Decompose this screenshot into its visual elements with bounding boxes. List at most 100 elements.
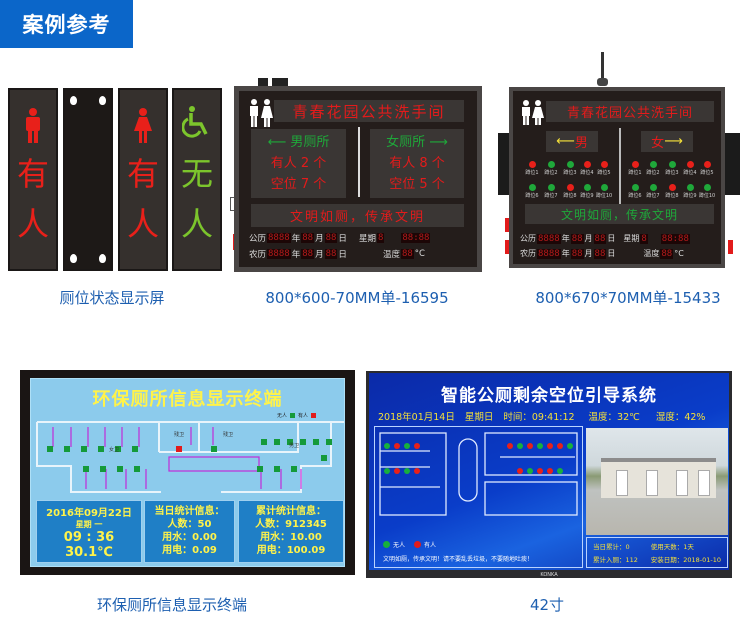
men-room-label: 男厕所 [290,135,330,150]
stat-power: 用电：0.09 [162,545,217,556]
stall-vacant-marker [274,466,280,472]
total-stats: 累计统计信息： 人数：912345 用水：10.00 用电：100.09 [238,500,344,563]
stall-vacant-marker [81,446,87,452]
men-occupied: 有人 2 个 [270,156,327,171]
stall-status-dot [517,468,523,474]
stall-status-dot [537,443,543,449]
stall-status-dot [632,184,639,191]
stall-status-dot [394,443,400,449]
stall-label: 蹲位4 [580,170,594,176]
stat-power: 用电：100.09 [256,545,326,556]
label: 星期 [623,234,640,243]
restroom-people-icon [250,99,273,127]
panel-text: 人 [126,205,159,243]
men-direction: ⟵ 男 [546,131,598,152]
stat-days: 使用天数：1天 [650,543,694,552]
woman-icon [134,108,152,143]
label: 月 [584,249,593,258]
stall-vacant-marker [274,439,280,445]
led-title: 青春花园公共洗手间 [274,100,464,122]
women-vacant: 空位 5 个 [389,177,445,192]
wheelchair-icon [182,106,208,138]
label: 日 [338,234,347,244]
stall-vacant-marker [47,446,53,452]
stall-status-dot [557,468,563,474]
digits: 88 [570,248,584,259]
product-caption: 800*670*70MM单-15433 [535,289,721,307]
mount-hole-icon [70,254,77,263]
stall-vacant-marker [313,439,319,445]
brand-logo: KONKA [540,572,558,578]
stall-vacant-marker [291,466,297,472]
stall-status-dot [529,184,536,191]
stall-label: 蹲位6 [525,193,539,199]
stall-status-dot [601,184,608,191]
label: 温度 [382,250,400,260]
stall-vacant-marker [300,439,306,445]
label: 农历 [249,250,267,260]
stat-today: 当日累计：0 [593,543,630,552]
digits: 88 [301,249,315,259]
stall-status-dot [632,161,639,168]
stall-label: 蹲位8 [665,193,679,199]
label: 温度 [643,249,660,258]
restroom-people-icon [522,100,544,125]
stat-people: 人数：912345 [255,519,327,530]
arrow-right-icon: ⟶ [664,134,683,149]
stall-status-dot [567,184,574,191]
room-label: 女卫 [109,446,119,453]
men-vacant: 空位 7 个 [270,177,327,192]
toilet-building-photo [586,428,728,535]
digits: 8 [640,233,648,244]
label: 年 [561,234,570,243]
stall-vacant-marker [132,446,138,452]
arrow-left-icon: ⟵ [267,135,291,150]
stall-status-dot [567,161,574,168]
stall-status-dot [650,161,657,168]
notice-text: 文明如厕，传承文明！请不要乱丢垃圾，不要随地吐痰！ [383,556,534,563]
mount-hole-icon [99,96,106,105]
digits: 88 [324,233,338,243]
strip-accessible-vacant: 无 人 [172,88,222,271]
temperature: 温度：32℃ [588,412,640,423]
time: 时间：09:41:12 [503,412,575,423]
stall-label: 蹲位2 [544,170,558,176]
legend-vacant: 无人 [276,413,287,419]
stall-label: 蹲位5 [597,170,611,176]
mount-hole-icon [70,96,77,105]
product-caption: 42寸 [529,596,565,614]
room-label: 残卫 [174,431,184,438]
stall-status-dot [557,443,563,449]
stall-vacant-marker [287,439,293,445]
floor-plan [379,432,578,516]
stall-status-dot [547,443,553,449]
room-label: 男卫 [289,443,299,449]
stall-status-dot [650,184,657,191]
label: 年 [291,250,301,260]
panel-text: 人 [16,205,49,243]
label: 月 [315,250,324,260]
stall-vacant-marker [257,466,263,472]
stall-label: 蹲位1 [525,170,539,176]
label: 年 [291,234,301,244]
panel-text: 有 [126,155,159,193]
stat-total: 累计入厕：112 [593,555,638,564]
man-icon [26,108,40,143]
label: 公历 [520,234,536,243]
stall-status-dot [404,468,410,474]
men-label: 男 [574,136,588,151]
stall-vacant-marker [261,439,267,445]
label: 农历 [520,249,536,258]
digits: 88 [660,248,674,259]
stall-status-dot [507,443,513,449]
arrow-left-icon: ⟵ [556,134,575,149]
stall-label: 蹲位7 [646,193,660,199]
strip-back-mount [63,88,113,271]
stall-label: 蹲位7 [544,193,558,199]
stall-status-dot [704,184,711,191]
women-occupied: 有人 8 个 [389,156,445,171]
